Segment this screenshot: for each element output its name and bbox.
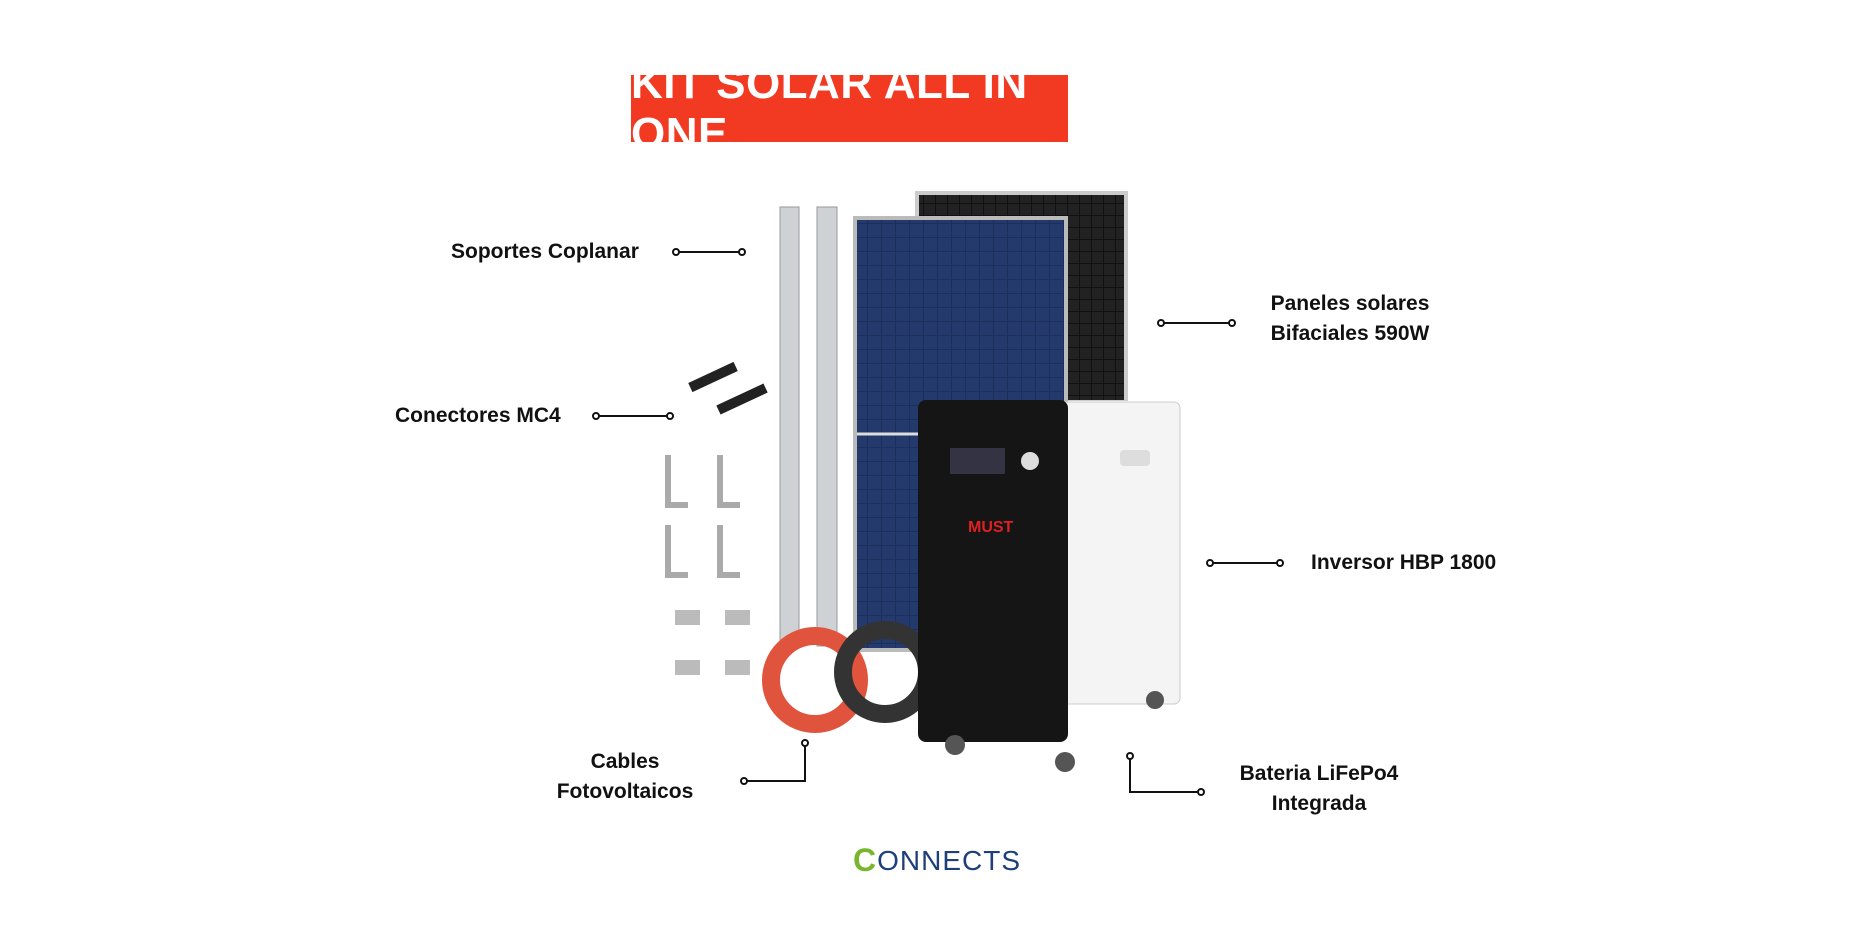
mc4-connectors — [688, 361, 768, 415]
label-cables-line2: Fotovoltaicos — [556, 780, 694, 803]
cable-coils — [762, 621, 936, 733]
label-paneles-line1: Paneles solares — [1270, 292, 1430, 315]
brackets — [665, 455, 740, 578]
label-bateria-line2: Integrada — [1271, 792, 1367, 815]
label-conectores: Conectores MC4 — [395, 404, 561, 427]
callout-lines — [592, 248, 1284, 796]
mounting-rails — [779, 206, 838, 647]
label-cables-line1: Cables — [590, 750, 660, 773]
svg-text:MUST: MUST — [968, 519, 1014, 536]
label-inversor: Inversor HBP 1800 — [1311, 551, 1497, 574]
label-cables: Cables Fotovoltaicos — [525, 747, 725, 807]
label-bateria-line1: Bateria LiFePo4 — [1239, 762, 1399, 785]
logo-initial: C — [853, 842, 878, 878]
label-paneles-line2: Bifaciales 590W — [1270, 322, 1430, 345]
logo-text: ONNECTS — [877, 844, 1022, 876]
label-bateria: Bateria LiFePo4 Integrada — [1219, 759, 1419, 819]
inverter-battery-unit: MUST — [918, 400, 1181, 772]
clamps — [675, 610, 750, 675]
label-paneles: Paneles solares Bifaciales 590W — [1250, 289, 1450, 349]
label-soportes: Soportes Coplanar — [451, 240, 639, 263]
